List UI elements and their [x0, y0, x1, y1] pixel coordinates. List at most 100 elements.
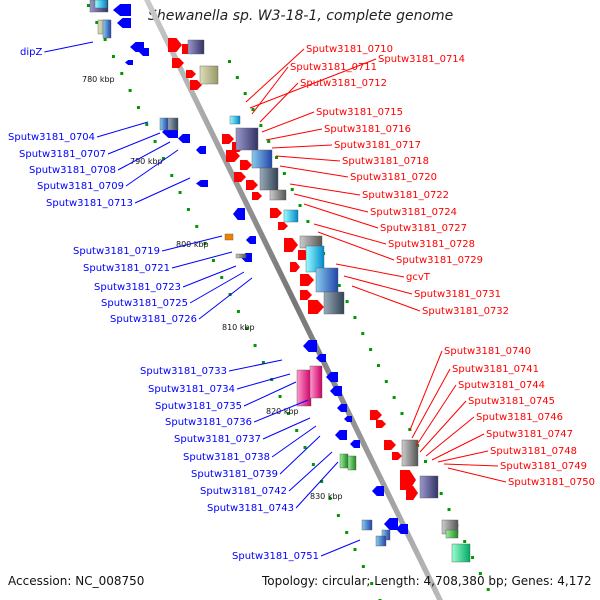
gene-label[interactable]: Sputw3181_0725 — [101, 298, 188, 309]
gene-block[interactable] — [401, 439, 419, 467]
gene-arrow[interactable] — [384, 440, 396, 450]
gene-label[interactable]: Sputw3181_0712 — [300, 78, 387, 89]
gene-arrow[interactable] — [344, 416, 352, 422]
gene-arrow[interactable] — [222, 134, 234, 144]
gene-block[interactable] — [339, 453, 349, 469]
gene-arrow[interactable] — [196, 180, 208, 187]
gene-label[interactable]: Sputw3181_0737 — [174, 434, 261, 445]
gene-label[interactable]: Sputw3181_0739 — [191, 469, 278, 480]
gene-label[interactable]: dipZ — [20, 47, 42, 58]
gene-label[interactable]: Sputw3181_0747 — [486, 429, 573, 440]
gene-arrow[interactable] — [406, 486, 418, 500]
gene-arrow[interactable] — [396, 524, 408, 534]
gene-arrow[interactable] — [168, 38, 182, 52]
gene-label[interactable]: Sputw3181_0732 — [422, 306, 509, 317]
gene-label[interactable]: Sputw3181_0704 — [8, 132, 95, 143]
gene-label[interactable]: Sputw3181_0749 — [500, 461, 587, 472]
gene-arrow[interactable] — [139, 48, 149, 56]
gene-arrow[interactable] — [300, 290, 312, 300]
gene-block[interactable] — [419, 475, 439, 499]
gene-label[interactable]: Sputw3181_0728 — [388, 239, 475, 250]
gene-label[interactable]: Sputw3181_0714 — [378, 54, 465, 65]
gene-label[interactable]: Sputw3181_0748 — [490, 446, 577, 457]
gene-block[interactable] — [94, 0, 108, 9]
gene-label[interactable]: Sputw3181_0743 — [207, 503, 294, 514]
gene-block[interactable] — [361, 519, 373, 531]
gene-arrow[interactable] — [226, 150, 240, 162]
gene-label[interactable]: Sputw3181_0733 — [140, 366, 227, 377]
gene-label[interactable]: Sputw3181_0729 — [396, 255, 483, 266]
gene-arrow[interactable] — [330, 386, 342, 396]
gene-label[interactable]: Sputw3181_0724 — [370, 207, 457, 218]
gene-label[interactable]: Sputw3181_0708 — [29, 165, 116, 176]
gene-arrow[interactable] — [190, 80, 202, 90]
gene-label[interactable]: Sputw3181_0726 — [110, 314, 197, 325]
gene-block[interactable] — [305, 245, 325, 273]
gene-arrow[interactable] — [326, 372, 338, 382]
gene-label[interactable]: Sputw3181_0713 — [46, 198, 133, 209]
gene-label[interactable]: Sputw3181_0741 — [452, 364, 539, 375]
gene-label[interactable]: Sputw3181_0716 — [324, 124, 411, 135]
gene-arrow[interactable] — [400, 470, 416, 490]
gene-block[interactable] — [199, 65, 219, 85]
gene-label[interactable]: Sputw3181_0715 — [316, 107, 403, 118]
gene-block[interactable] — [235, 127, 259, 151]
gene-arrow[interactable] — [278, 222, 288, 230]
gene-label[interactable]: Sputw3181_0707 — [19, 149, 106, 160]
gene-block[interactable] — [283, 209, 299, 223]
gene-block[interactable] — [296, 369, 312, 407]
gene-label[interactable]: Sputw3181_0731 — [414, 289, 501, 300]
gene-label[interactable]: Sputw3181_0740 — [444, 346, 531, 357]
gene-arrow[interactable] — [290, 262, 300, 272]
gene-label[interactable]: Sputw3181_0736 — [165, 417, 252, 428]
gene-arrow[interactable] — [234, 172, 246, 182]
gene-label[interactable]: Sputw3181_0751 — [232, 551, 319, 562]
gene-block[interactable] — [269, 189, 287, 201]
gene-block[interactable] — [347, 455, 357, 471]
gene-arrow[interactable] — [186, 70, 196, 78]
gene-arrow[interactable] — [233, 208, 245, 220]
gene-block[interactable] — [187, 39, 205, 55]
gene-label[interactable]: Sputw3181_0719 — [73, 246, 160, 257]
gene-block[interactable] — [323, 291, 345, 315]
gene-label[interactable]: Sputw3181_0744 — [458, 380, 545, 391]
gene-arrow[interactable] — [384, 518, 398, 530]
gene-arrow[interactable] — [240, 160, 252, 170]
gene-block[interactable] — [224, 233, 234, 241]
gene-label[interactable]: Sputw3181_0710 — [306, 44, 393, 55]
gene-label[interactable]: Sputw3181_0723 — [94, 282, 181, 293]
gene-arrow[interactable] — [300, 274, 314, 286]
gene-arrow[interactable] — [172, 58, 184, 68]
gene-arrow[interactable] — [252, 192, 262, 200]
gene-block[interactable] — [102, 19, 112, 39]
gene-arrow[interactable] — [117, 18, 131, 28]
gene-label[interactable]: gcvT — [406, 272, 431, 283]
gene-arrow[interactable] — [303, 340, 317, 352]
gene-label[interactable]: Sputw3181_0746 — [476, 412, 563, 423]
gene-arrow[interactable] — [392, 452, 402, 460]
gene-arrow[interactable] — [372, 486, 384, 496]
gene-block[interactable] — [451, 543, 471, 563]
gene-label[interactable]: Sputw3181_0735 — [155, 401, 242, 412]
gene-arrow[interactable] — [284, 238, 298, 252]
gene-label[interactable]: Sputw3181_0742 — [200, 486, 287, 497]
gene-arrow[interactable] — [335, 430, 347, 440]
gene-block[interactable] — [445, 529, 459, 539]
gene-arrow[interactable] — [246, 236, 256, 244]
gene-label[interactable]: Sputw3181_0718 — [342, 156, 429, 167]
gene-label[interactable]: Sputw3181_0721 — [83, 263, 170, 274]
gene-block[interactable] — [235, 253, 247, 259]
gene-arrow[interactable] — [196, 146, 206, 154]
gene-block[interactable] — [159, 117, 169, 131]
gene-label[interactable]: Sputw3181_0717 — [334, 140, 421, 151]
gene-arrow[interactable] — [113, 4, 131, 16]
gene-block[interactable] — [229, 115, 241, 125]
gene-label[interactable]: Sputw3181_0709 — [37, 181, 124, 192]
gene-block[interactable] — [259, 167, 279, 191]
gene-arrow[interactable] — [125, 60, 133, 65]
gene-label[interactable]: Sputw3181_0734 — [148, 384, 235, 395]
gene-label[interactable]: Sputw3181_0720 — [350, 172, 437, 183]
gene-label[interactable]: Sputw3181_0722 — [362, 190, 449, 201]
gene-arrow[interactable] — [178, 134, 190, 143]
gene-label[interactable]: Sputw3181_0738 — [183, 452, 270, 463]
